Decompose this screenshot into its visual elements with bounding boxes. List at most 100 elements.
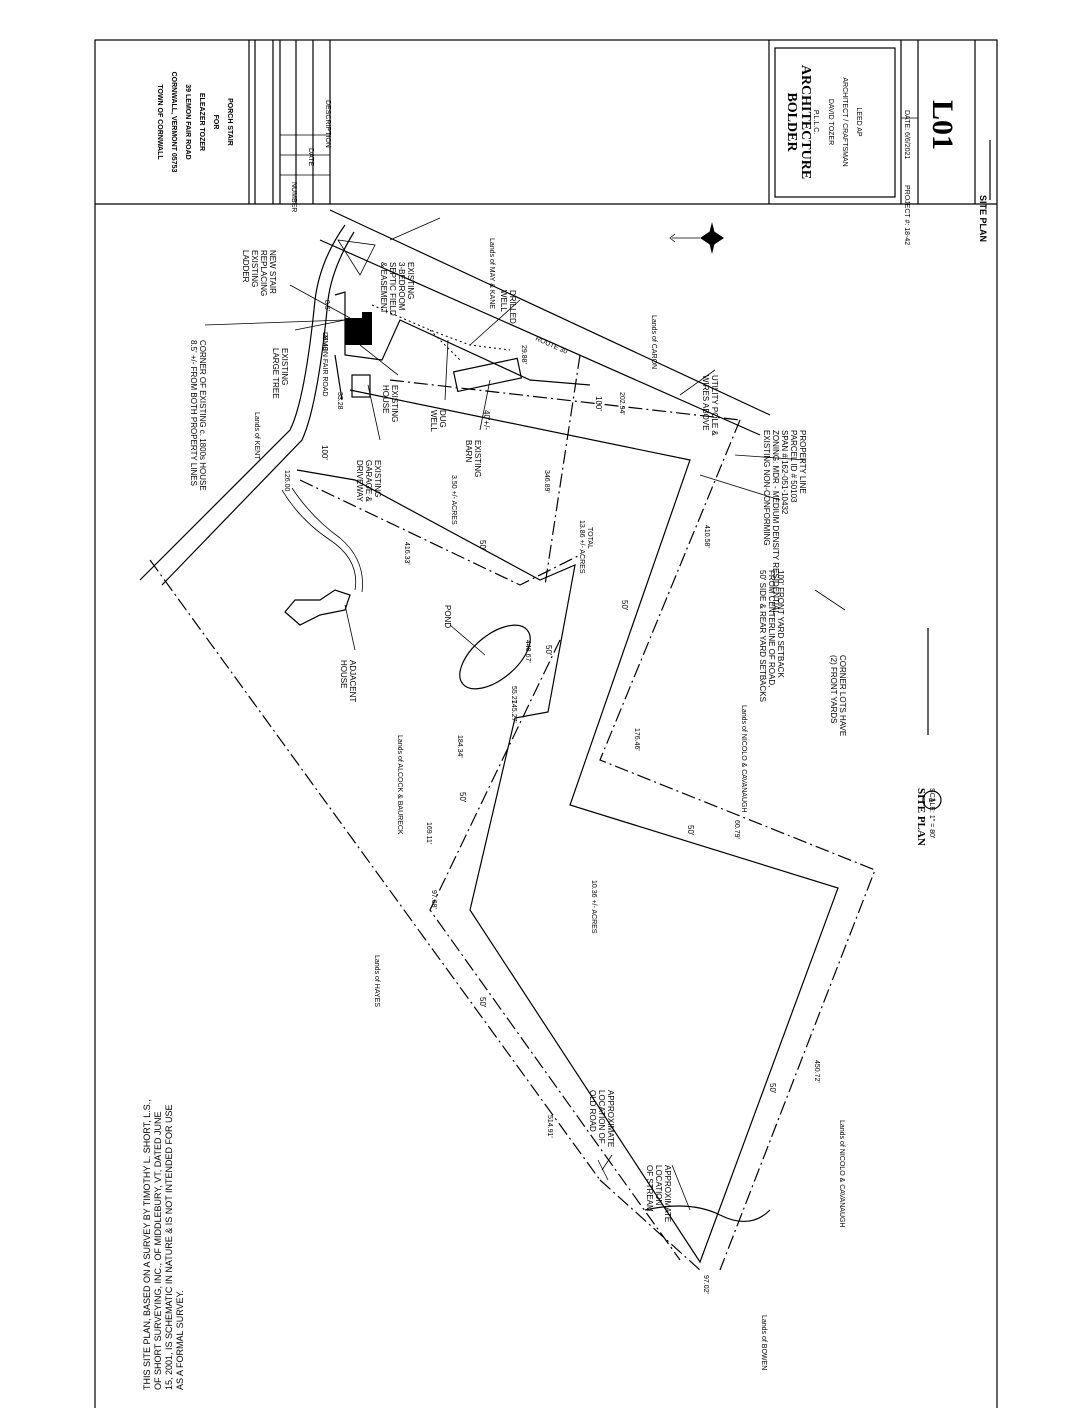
note-line-1: THIS SITE PLAN, BASED ON A SURVEY BY TIM… — [142, 1099, 152, 1390]
adjacent-house-label-2: HOUSE — [339, 660, 348, 688]
sheet-number: L01 — [926, 100, 959, 150]
stream-label-1: APPROXIMATE — [663, 1165, 672, 1222]
area-total-label-2: 13.86 +/- ACRES — [578, 520, 585, 574]
dim-126: 126.00 — [283, 470, 290, 492]
project-line-6: TOWN OF CORNWALL — [156, 84, 163, 160]
property-info-3: SPAN # 162-051-10432 — [780, 430, 789, 515]
septic-label-3: SEPTIC FIELD — [388, 262, 397, 316]
firm-role: ARCHITECT / CRAFTSMAN — [841, 77, 848, 166]
road-label-route-30: ROUTE 30 — [534, 335, 568, 355]
property-info-5: EXISTING NON-CONFORMING — [762, 430, 771, 546]
old-road-label-1: APPROXIMATE — [606, 1090, 615, 1147]
dim-29: 29.88' — [520, 345, 527, 364]
pond-label: POND — [443, 605, 452, 628]
note-line-2: OF SHORT SURVEYING, INC., OF MIDDLEBURY,… — [153, 1111, 163, 1390]
general-note: THIS SITE PLAN, BASED ON A SURVEY BY TIM… — [142, 1099, 185, 1390]
drawing-title-text: SITE PLAN — [915, 788, 927, 846]
buildings — [281, 304, 531, 690]
dim-97-68: 97.68' — [430, 890, 437, 909]
dim-97-02: 97.02' — [702, 1275, 709, 1294]
stream-label-2: LOCATION — [654, 1165, 663, 1206]
new-stair-label-4: LADDER — [241, 250, 250, 283]
dim-50-g: 50' — [768, 1083, 777, 1094]
project-line-2: FOR — [212, 115, 219, 130]
septic-label-2: 3-BEDROOM — [397, 262, 406, 311]
dug-well-label-1: DUG — [438, 410, 447, 428]
revision-header-description: DESCRIPTION — [324, 100, 331, 148]
existing-house-label-2: HOUSE — [381, 385, 390, 413]
barn-building — [452, 357, 523, 393]
dim-346: 346.89' — [543, 470, 550, 493]
stream — [644, 1205, 771, 1222]
lands-hayes: Lands of HAYES — [373, 955, 380, 1007]
new-stair-label-2: REPLACING — [259, 250, 268, 296]
dim-100-b: 100' — [594, 396, 603, 411]
area-1-label: 3.50 +/- ACRES — [450, 475, 457, 525]
drawing-number: 1 — [927, 797, 937, 802]
lands-alcock: Lands of ALCOCK & BAURECK — [396, 735, 403, 835]
area-2-label: 10.36 +/- ACRES — [590, 880, 597, 934]
barn-label-1: EXISTING — [473, 440, 482, 477]
garage-label-1: EXISTING — [373, 460, 382, 497]
barn-label-2: BARN — [464, 440, 473, 462]
revision-header-number: NUMBER — [290, 182, 297, 212]
dim-184: 184.34' — [456, 735, 463, 758]
dim-24-49: 24.49 — [321, 333, 328, 351]
road-label-lemon-fair: LEMON FAIR ROAD — [321, 332, 328, 397]
revision-headers: NUMBER DATE DESCRIPTION — [290, 100, 331, 212]
dim-50-b: 50' — [544, 645, 553, 656]
firm-cert: LEED AP — [855, 107, 862, 137]
dim-50-c: 50' — [620, 600, 629, 611]
corner-lots-1: CORNER LOTS HAVE — [838, 655, 847, 736]
dim-8-5: 8.5' — [323, 300, 330, 311]
lands-kent: Lands of KENT — [253, 412, 260, 460]
new-stair-label-3: EXISTING — [250, 250, 259, 287]
setbacks-3: 50' SIDE & REAR YARD SETBACKS — [758, 570, 767, 702]
stream-label-3: OF STREAM — [645, 1165, 654, 1212]
existing-tree-label-1: EXISTING — [280, 348, 289, 385]
dim-202: 202.94' — [618, 392, 625, 415]
existing-house-label-1: EXISTING — [390, 385, 399, 422]
north-arrow-icon — [669, 222, 724, 254]
sheet-border — [94, 39, 998, 1408]
firm-block: BOLDER ARCHITECTURE P.L.L.C. DAVID TOZER… — [784, 65, 862, 179]
project-line-4: 39 LEMON FAIR ROAD — [184, 84, 191, 159]
septic-label-1: EXISTING — [406, 262, 415, 299]
setbacks-1: 100' FRONT YARD SETBACK — [776, 570, 785, 678]
dug-well-label-2: WELL — [429, 410, 438, 432]
dim-410: 410.58' — [703, 525, 710, 548]
firm-suffix: P.L.L.C. — [812, 110, 819, 134]
sheet-date: DATE: 6/6/2021 — [903, 110, 910, 159]
garage-building — [351, 374, 371, 398]
area-total-label-1: TOTAL — [586, 527, 593, 549]
existing-tree-label-2: LARGE TREE — [271, 348, 280, 399]
sheet-title: SITE PLAN — [978, 195, 988, 242]
drawing-title: 1 SITE PLAN SCALE: 1" = 80' — [915, 628, 942, 846]
adjacent-house-building — [284, 589, 351, 626]
dim-50-f: 50' — [478, 997, 487, 1008]
firm-name-2: ARCHITECTURE — [798, 65, 813, 179]
old-road-label-2: LOCATION OF — [597, 1090, 606, 1144]
dim-176: 176.46' — [633, 728, 640, 751]
lands-nicolo-1: Lands of NICOLO & CAVANAUGH — [740, 705, 747, 813]
existing-house-building — [345, 312, 372, 345]
dim-33-28: 33.28 — [336, 392, 343, 410]
garage-label-3: DRIVEWAY — [355, 460, 364, 502]
roads: LEMON FAIR ROAD ROUTE 30 — [139, 209, 771, 586]
corner-lots-2: (2) FRONT YARDS — [829, 655, 838, 723]
dim-50-d: 50' — [458, 792, 467, 803]
drilled-well-label-2: WELL — [499, 290, 508, 312]
note-line-4: AS A FORMAL SURVEY. — [175, 1290, 185, 1390]
dim-416: 416.33' — [403, 542, 410, 565]
project-line-1: PORCH STAIR — [226, 98, 233, 146]
corner-note-1: CORNER OF EXISTING c. 1800s HOUSE — [198, 340, 207, 491]
dim-169: 169.11' — [425, 822, 432, 844]
lands-nicolo-2: Lands of NICOLO & CAVANAUGH — [838, 1120, 845, 1228]
corner-note-2: 8.5' +/- FROM BOTH PROPERTY LINES — [189, 340, 198, 486]
revision-header-date: DATE — [307, 148, 314, 166]
outer-boundary — [296, 389, 839, 1264]
old-road-label-3: OLD ROAD — [588, 1090, 597, 1132]
utility-pole-label-1: UTILITY POLE & — [710, 375, 719, 436]
title-block — [248, 40, 976, 204]
